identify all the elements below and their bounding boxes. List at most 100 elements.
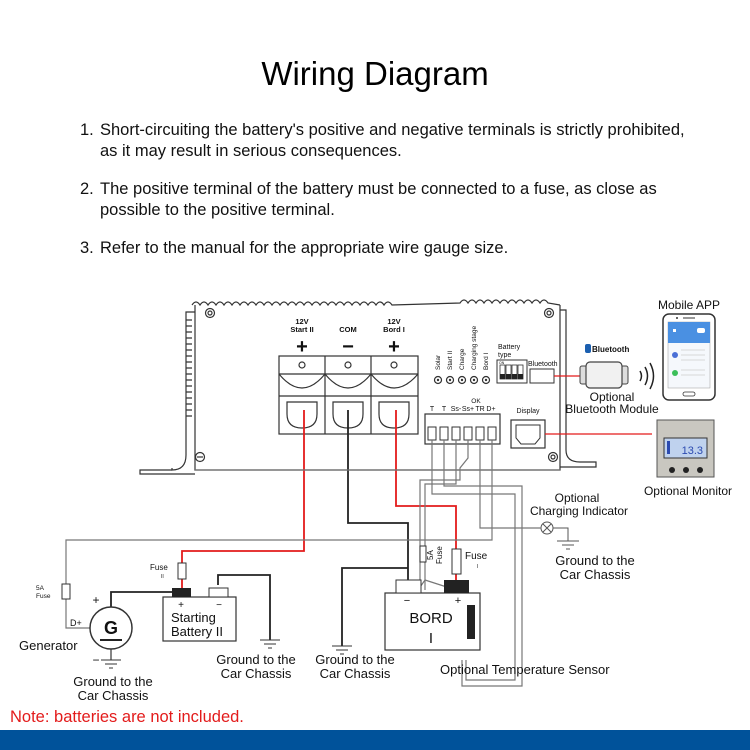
note-text: Refer to the manual for the appropriate … bbox=[100, 239, 509, 257]
note-item: 3. Refer to the manual for the appropria… bbox=[80, 238, 700, 259]
screw-icon bbox=[204, 307, 216, 319]
sense-plus-wire bbox=[419, 440, 469, 590]
battery-negative-terminal bbox=[208, 587, 229, 598]
bluetooth-port: Bluetooth bbox=[528, 361, 558, 384]
terminal-bord-voltage: 12V bbox=[387, 317, 400, 326]
temp-wire-1 bbox=[431, 440, 516, 681]
ground-icon bbox=[260, 639, 280, 649]
ground-label-1: Ground to the bbox=[555, 553, 635, 568]
screw-icon bbox=[547, 451, 559, 463]
battery-type-label-1: Battery bbox=[498, 344, 521, 351]
led-label-start: Start II bbox=[447, 351, 454, 370]
tr-wire bbox=[479, 440, 540, 529]
battery-type-dip-switch: Battery type ON bbox=[496, 344, 528, 384]
charging-indicator-label-1: Optional bbox=[555, 491, 600, 505]
pin-label: T bbox=[430, 406, 435, 413]
ground-icon bbox=[101, 659, 121, 669]
screw-icon bbox=[194, 451, 206, 463]
display-port: Display bbox=[510, 408, 546, 449]
ground-label-1: Ground to the bbox=[216, 652, 296, 667]
ground-icon bbox=[557, 540, 579, 550]
page-title: Wiring Diagram bbox=[261, 55, 489, 92]
pin-label: Ss+ bbox=[462, 406, 474, 413]
terminal-start-voltage: 12V bbox=[295, 317, 308, 326]
charging-indicator-label-2: Charging Indicator bbox=[530, 504, 628, 518]
minus-icon: − bbox=[342, 336, 354, 358]
wireless-signal-icon bbox=[639, 362, 655, 390]
battery-negative-terminal bbox=[395, 579, 422, 594]
status-leds: Solar Start II Charge Charging stage Bor… bbox=[433, 326, 491, 385]
note-number: 1. bbox=[80, 121, 94, 139]
note-item: 2. The positive terminal of the battery … bbox=[80, 179, 700, 221]
monitor-label: Optional Monitor bbox=[644, 484, 732, 498]
bord-plus: + bbox=[455, 595, 461, 607]
terminal-com-name: COM bbox=[339, 325, 357, 334]
temp-wire-2 bbox=[443, 440, 523, 687]
led-label-bord: Bord I bbox=[483, 352, 490, 370]
terminal-bord-name: Bord I bbox=[383, 325, 405, 334]
starting-battery-label-1: Starting bbox=[171, 610, 216, 625]
monitor-button bbox=[683, 467, 689, 473]
fuse-ii-sub: II bbox=[161, 574, 164, 580]
bluetooth-module: Bluetooth Optional Bluetooth Module bbox=[565, 344, 659, 416]
footer-bar bbox=[0, 730, 750, 750]
bord-number: I bbox=[429, 630, 433, 647]
generator-dplus: D+ bbox=[70, 618, 82, 628]
bord-minus: − bbox=[404, 595, 410, 607]
temperature-sensor-label: Optional Temperature Sensor bbox=[440, 662, 610, 677]
note-number: 2. bbox=[80, 180, 94, 198]
monitor-button bbox=[669, 467, 675, 473]
temperature-sensor-icon bbox=[467, 605, 475, 639]
footer-note: Note: batteries are not included. bbox=[10, 708, 244, 726]
pin-label: T bbox=[442, 406, 447, 413]
sense-minus-wire bbox=[424, 440, 457, 590]
ground-label-1: Ground to the bbox=[315, 652, 395, 667]
bord-battery: − + BORD I Ground to the Car Chassis Opt… bbox=[315, 579, 610, 681]
com-negative-wire bbox=[347, 410, 409, 580]
screw-icon bbox=[543, 307, 555, 319]
start-positive-wire bbox=[181, 410, 305, 588]
plus-icon: + bbox=[296, 336, 308, 358]
dip-on-label: ON bbox=[499, 361, 505, 365]
cooling-fins-top bbox=[191, 299, 561, 307]
note-item: 1. Short-circuiting the battery's positi… bbox=[80, 120, 700, 162]
starting-battery-minus: − bbox=[216, 600, 222, 611]
bord-positive-wire bbox=[395, 410, 457, 590]
dplus-wire bbox=[65, 440, 493, 629]
fuse-ii-label: Fuse bbox=[150, 563, 168, 572]
fuse-ii-icon bbox=[177, 562, 187, 580]
starting-battery-plus: + bbox=[178, 600, 184, 611]
fuse-5a-right-icon bbox=[419, 545, 427, 563]
bluetooth-brand: Bluetooth bbox=[592, 345, 629, 354]
generator-start-wire bbox=[110, 591, 172, 610]
terminal-polarity: + − + bbox=[296, 336, 400, 358]
fuse-5a-left-icon bbox=[61, 583, 71, 600]
mobile-app-label: Mobile APP bbox=[658, 298, 720, 312]
bord-ground-wire bbox=[341, 567, 408, 646]
note-text: The positive terminal of the battery mus… bbox=[100, 180, 657, 219]
ground-label-2: Car Chassis bbox=[320, 666, 391, 681]
fuse-5a-left-label-2: Fuse bbox=[36, 593, 51, 600]
terminal-start-name: Start II bbox=[290, 325, 313, 334]
starting-battery: + − Starting Battery II Ground to the Ca… bbox=[162, 587, 296, 681]
bluetooth-module-icon bbox=[585, 361, 623, 389]
battery-positive-terminal bbox=[172, 588, 191, 597]
fuse-5a-left-label-1: 5A bbox=[36, 585, 45, 592]
fuses bbox=[61, 545, 462, 600]
note-text: Short-circuiting the battery's positive … bbox=[100, 121, 685, 160]
fuse-i-sub: I bbox=[477, 564, 478, 570]
battery-positive-terminal bbox=[444, 580, 469, 593]
signal-wires bbox=[65, 440, 560, 687]
ground-label-1: Ground to the bbox=[73, 674, 153, 689]
monitor-reading: 13.3 bbox=[682, 445, 703, 457]
ground-icon bbox=[332, 645, 352, 655]
pin-label: TR bbox=[475, 406, 484, 413]
fuse-labels: 5A Fuse Fuse II Fuse I 5A Fuse bbox=[36, 546, 488, 600]
start-ground-wire bbox=[217, 574, 271, 640]
starting-battery-label-2: Battery II bbox=[171, 624, 223, 639]
bluetooth-port-label: Bluetooth bbox=[528, 361, 558, 368]
generator-symbol: G bbox=[104, 618, 118, 638]
right-mounting-flange bbox=[560, 309, 597, 468]
pin-label: D+ bbox=[486, 406, 495, 413]
